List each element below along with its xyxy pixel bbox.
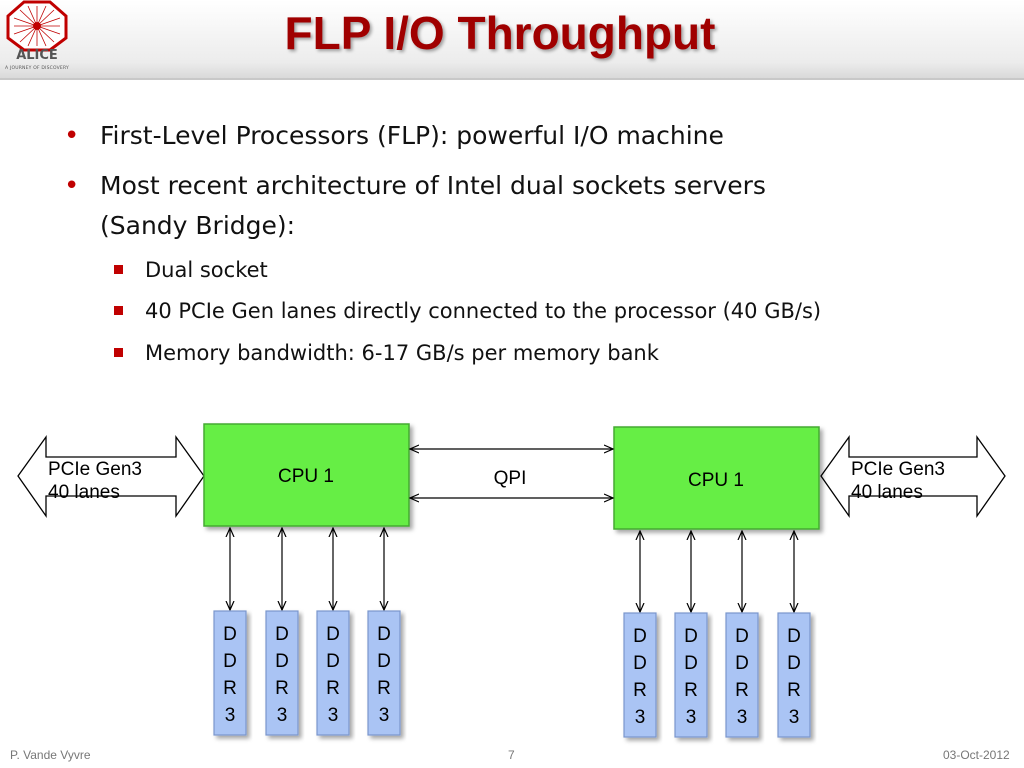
ddr3-label-char: D — [326, 651, 340, 672]
ddr3-label-char: D — [787, 653, 801, 674]
square-bullet-icon — [114, 306, 123, 315]
ddr3-label-char: D — [275, 651, 289, 672]
cpu-label-left: CPU 1 — [278, 466, 334, 487]
ddr3-label-char: D — [735, 653, 749, 674]
pcie-label-right-line2: 40 lanes — [851, 482, 923, 503]
ddr3-module — [316, 610, 350, 736]
ddr3-label-char: D — [377, 651, 391, 672]
ddr3-label-char: R — [787, 680, 801, 701]
ddr3-label-char: D — [275, 624, 289, 645]
logo-text: ALICE — [16, 48, 58, 63]
ddr3-label-char: D — [223, 651, 237, 672]
ddr3-label-char: R — [326, 678, 340, 699]
cpu-label-right: CPU 1 — [688, 470, 744, 491]
ddr3-label-char: D — [684, 653, 698, 674]
ddr3-label-char: D — [684, 626, 698, 647]
ddr3-label-char: 3 — [635, 707, 646, 728]
ddr3-label-char: R — [275, 678, 289, 699]
bullet-item: • First-Level Processors (FLP): powerful… — [64, 116, 724, 156]
header-bar: ALICE A JOURNEY OF DISCOVERY FLP I/O Thr… — [0, 0, 1024, 80]
bullet-text-continued: (Sandy Bridge): — [100, 211, 296, 240]
footer-author: P. Vande Vyvre — [10, 748, 91, 762]
ddr3-module — [725, 612, 759, 738]
bullet-dot-icon: • — [64, 171, 80, 201]
sub-bullet-item: Dual socket — [114, 256, 268, 284]
square-bullet-icon — [114, 265, 123, 274]
sub-bullet-text: Dual socket — [145, 258, 268, 282]
ddr3-label-char: 3 — [328, 705, 339, 726]
ddr3-label-char: D — [223, 624, 237, 645]
ddr3-label-char: D — [326, 624, 340, 645]
pcie-label-left-line1: PCIe Gen3 — [48, 459, 142, 480]
bullet-text: First-Level Processors (FLP): powerful I… — [100, 121, 724, 150]
bullet-dot-icon: • — [64, 121, 80, 151]
sub-bullet-item: Memory bandwidth: 6-17 GB/s per memory b… — [114, 339, 659, 367]
sub-bullet-item: 40 PCIe Gen lanes directly connected to … — [114, 297, 822, 325]
square-bullet-icon — [114, 348, 123, 357]
cpu-box-right — [613, 426, 820, 530]
alice-logo — [6, 0, 68, 52]
ddr3-module — [265, 610, 299, 736]
footer-page-number: 7 — [508, 748, 515, 762]
ddr3-module — [777, 612, 811, 738]
ddr3-label-char: 3 — [379, 705, 390, 726]
ddr3-label-char: D — [633, 626, 647, 647]
ddr3-label-char: 3 — [789, 707, 800, 728]
slide-title: FLP I/O Throughput — [284, 7, 716, 59]
logo-subtext: A JOURNEY OF DISCOVERY — [5, 66, 69, 71]
cpu-box-left — [203, 423, 410, 527]
ddr3-label-char: D — [787, 626, 801, 647]
ddr3-label-char: R — [684, 680, 698, 701]
ddr3-module — [367, 610, 401, 736]
ddr3-label-char: R — [377, 678, 391, 699]
ddr3-module — [623, 612, 657, 738]
ddr3-module — [674, 612, 708, 738]
ddr3-label-char: R — [223, 678, 237, 699]
pcie-label-left-line2: 40 lanes — [48, 482, 120, 503]
ddr3-label-char: R — [735, 680, 749, 701]
pcie-arrow-right — [820, 434, 1006, 519]
ddr3-label-char: 3 — [737, 707, 748, 728]
bullet-text: Most recent architecture of Intel dual s… — [100, 171, 766, 200]
footer-date: 03-Oct-2012 — [943, 748, 1010, 762]
ddr3-label-char: 3 — [277, 705, 288, 726]
ddr3-label-char: 3 — [686, 707, 697, 728]
pcie-label-right-line1: PCIe Gen3 — [851, 459, 945, 480]
qpi-label: QPI — [494, 468, 527, 489]
ddr3-label-char: R — [633, 680, 647, 701]
ddr3-label-char: D — [735, 626, 749, 647]
bullet-item: • Most recent architecture of Intel dual… — [64, 166, 766, 246]
ddr3-label-char: D — [633, 653, 647, 674]
ddr3-module — [213, 610, 247, 736]
sub-bullet-text: 40 PCIe Gen lanes directly connected to … — [145, 299, 822, 323]
sub-bullet-text: Memory bandwidth: 6-17 GB/s per memory b… — [145, 341, 659, 365]
ddr3-label-char: 3 — [225, 705, 236, 726]
ddr3-label-char: D — [377, 624, 391, 645]
